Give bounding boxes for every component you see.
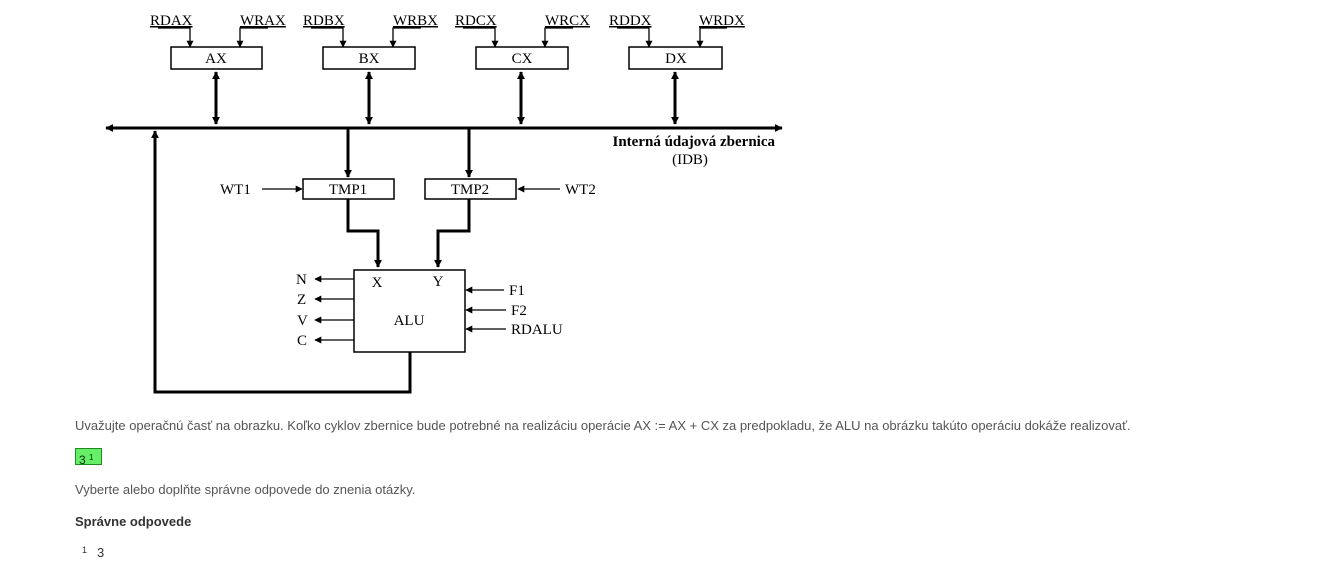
correct-answer-index: 1	[82, 545, 88, 555]
operational-unit-diagram: RDAX WRAX AX RDBX WRBX BX RDCX WRCX CX R…	[105, 13, 783, 394]
register-dx: RDDX WRDX DX	[609, 13, 745, 125]
signal-wrdx: WRDX	[699, 13, 745, 29]
signal-rdcx: RDCX	[455, 13, 497, 29]
alu-label: ALU	[394, 313, 425, 329]
internal-data-bus: Interná údajová zbernica (IDB)	[105, 124, 783, 168]
flag-v: V	[297, 313, 308, 329]
signal-wrbx: WRBX	[393, 13, 438, 29]
signal-wt1: WT1	[220, 182, 251, 198]
register-dx-label: DX	[665, 51, 687, 67]
alu-input-y: Y	[433, 274, 444, 290]
alu-input-x: X	[372, 275, 383, 291]
signal-rdalu: RDALU	[511, 322, 563, 338]
answer-value: 3	[79, 453, 86, 467]
signal-rdbx: RDBX	[303, 13, 345, 29]
signal-f2: F2	[511, 303, 527, 319]
tmp2-register: TMP2 WT2	[424, 128, 596, 268]
bus-label: Interná údajová zbernica	[613, 134, 776, 150]
flag-n: N	[296, 272, 307, 288]
signal-f1: F1	[509, 283, 525, 299]
signal-rdax: RDAX	[150, 13, 193, 29]
correct-answer-value: 3	[97, 545, 105, 560]
flag-c: C	[297, 333, 307, 349]
instruction-text: Vyberte alebo doplňte správne odpovede d…	[75, 482, 416, 497]
tmp2-label: TMP2	[451, 182, 489, 198]
register-cx: RDCX WRCX CX	[455, 13, 590, 125]
answer-index: 1	[89, 453, 94, 462]
register-bx-label: BX	[359, 51, 380, 67]
correct-answers-title: Správne odpovede	[75, 514, 192, 529]
signal-wrax: WRAX	[240, 13, 286, 29]
signal-wrcx: WRCX	[545, 13, 590, 29]
register-ax: RDAX WRAX AX	[150, 13, 286, 125]
question-text: Uvažujte operačnú časť na obrazku. Koľko…	[75, 418, 1131, 433]
signal-wt2: WT2	[565, 182, 596, 198]
flag-z: Z	[297, 292, 306, 308]
bus-abbr: (IDB)	[672, 152, 708, 168]
register-cx-label: CX	[512, 51, 533, 67]
tmp1-label: TMP1	[329, 182, 367, 198]
register-bx: RDBX WRBX BX	[303, 13, 438, 125]
signal-rddx: RDDX	[609, 13, 652, 29]
tmp1-register: TMP1 WT1	[220, 128, 395, 268]
answer-box[interactable]: 3 1	[75, 448, 102, 467]
register-ax-label: AX	[205, 51, 227, 67]
alu-unit: X Y ALU N Z V C F1 F2 RDALU	[151, 130, 563, 394]
